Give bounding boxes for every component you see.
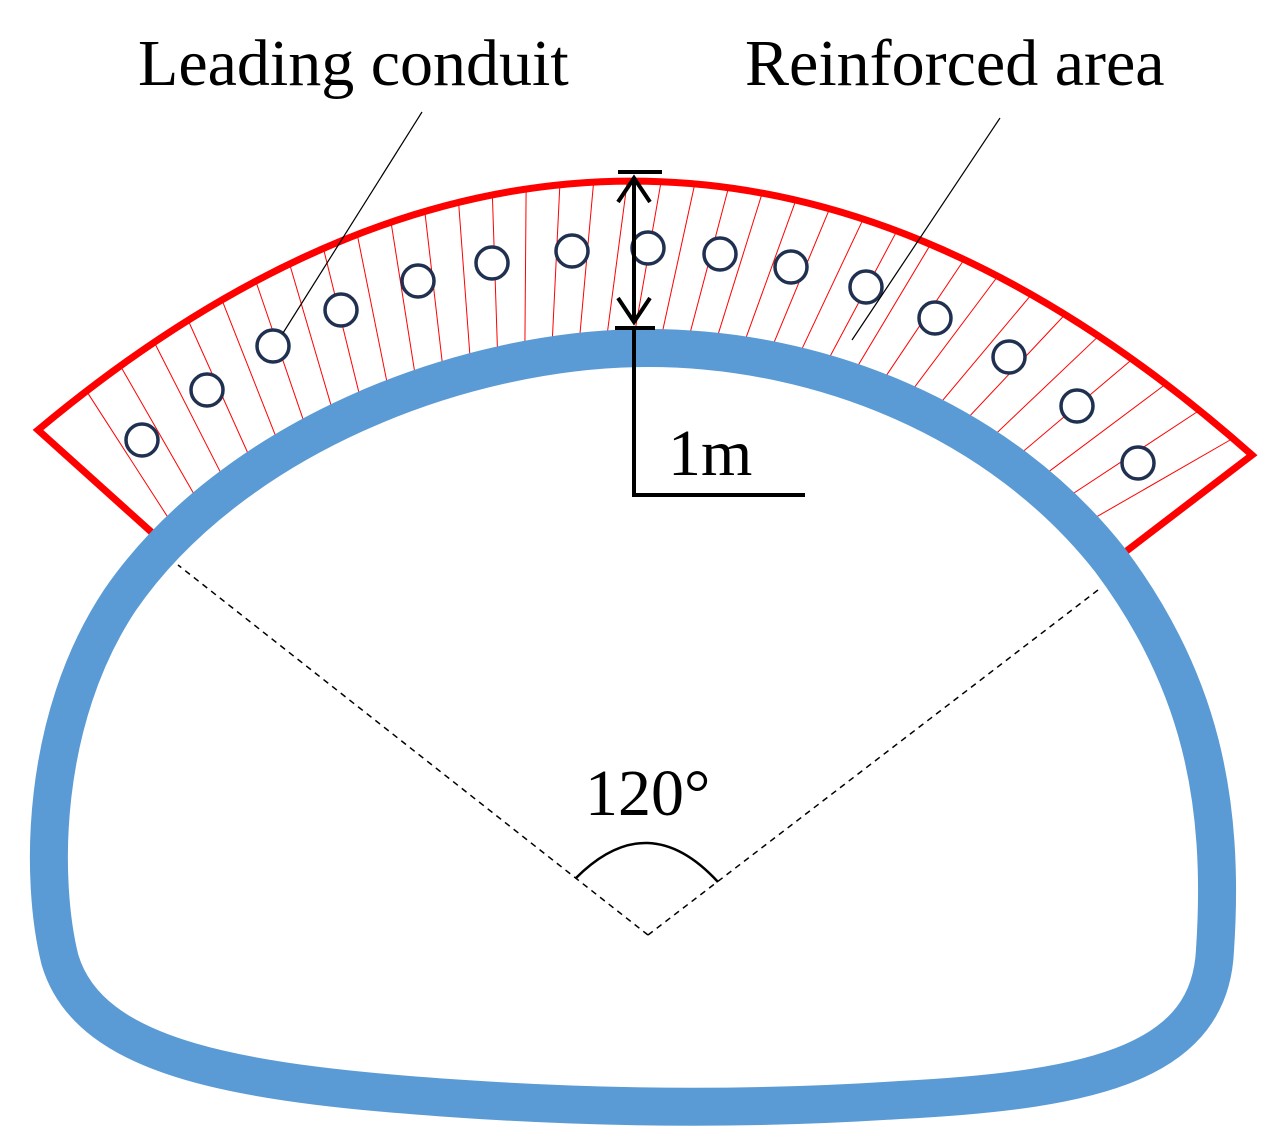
hatch-line: [86, 390, 174, 527]
hatch-line: [764, 208, 831, 364]
hatch-line: [153, 342, 229, 487]
hatch-line: [289, 263, 337, 423]
leading-conduit-leader-line: [282, 111, 423, 334]
hatch-line: [738, 199, 797, 359]
leading-conduit-circle: [991, 339, 1027, 375]
hatch-line: [658, 183, 696, 350]
tunnel-lining: [29, 329, 1237, 1126]
leading-conduits: [124, 230, 1156, 481]
hatch-line: [844, 244, 931, 388]
leading-conduit-circle: [255, 328, 291, 364]
hatch-line: [604, 181, 628, 350]
hatch-line: [458, 202, 472, 371]
leading-conduit-circle: [124, 422, 160, 458]
angle-line-left: [177, 564, 649, 936]
dimension-arrowhead-up: [616, 174, 652, 204]
hatch-line: [424, 211, 445, 379]
reinforced-area-leader-line: [851, 117, 1001, 341]
hatch-line: [791, 218, 864, 371]
leading-conduit-circle: [848, 269, 884, 305]
leading-conduit-label: Leading conduit: [138, 27, 569, 100]
leading-conduit-circle: [702, 236, 738, 272]
leading-conduit-circle: [323, 292, 359, 328]
hatch-line: [1029, 383, 1167, 487]
reinforced-area-label: Reinforced area: [745, 27, 1165, 100]
hatch-line: [1082, 437, 1234, 526]
hatch-line: [356, 234, 391, 399]
thickness-label: 1m: [668, 417, 752, 490]
hatch-line: [684, 187, 729, 351]
leading-conduit-circle: [554, 233, 590, 269]
hatch-line: [577, 182, 595, 351]
leading-conduit-circle: [917, 300, 953, 336]
hatch-line: [817, 230, 898, 379]
angle-arc: [575, 841, 719, 883]
leading-conduit-circle: [773, 249, 809, 285]
hatch-line: [551, 184, 561, 355]
leading-conduit-circle: [400, 263, 436, 299]
leading-conduit-circle: [189, 372, 225, 408]
hatch-line: [221, 299, 283, 453]
leading-conduit-circle: [630, 230, 666, 266]
hatch-line: [390, 222, 418, 388]
hatch-line: [322, 248, 364, 411]
hatch-line: [524, 189, 527, 359]
leading-conduit-circle: [474, 245, 510, 281]
hatch-line: [119, 365, 202, 506]
dimension-arrowhead-down: [616, 296, 652, 326]
angle-line-right: [647, 589, 1099, 936]
leading-conduit-circle: [1059, 388, 1095, 424]
hatch-line: [711, 192, 763, 354]
leading-conduit-circle: [1120, 445, 1156, 481]
angle-label: 120°: [585, 757, 710, 830]
